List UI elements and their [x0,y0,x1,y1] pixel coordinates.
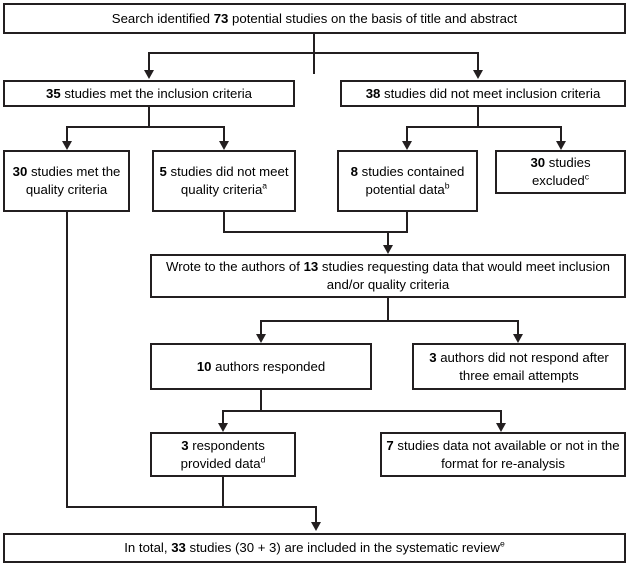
node-potential-data-label: 8 studies contained potential datab [350,164,465,197]
node-provided-data: 3 respondents provided datad [150,432,296,477]
node-search: Search identified 73 potential studies o… [3,3,626,34]
node-potential-data: 8 studies contained potential datab [337,150,478,212]
connector-not-included-split [406,126,562,128]
connector-to-responded [260,320,262,337]
connector-quality-not-met-down [223,212,225,233]
arrowhead-to-responded [256,334,266,343]
arrowhead-to-not-included [473,70,483,79]
arrowhead-to-excluded [556,141,566,150]
node-search-label: Search identified 73 potential studies o… [111,10,518,26]
connector-potential-data-down [406,212,408,233]
connector-total-stem [315,506,317,524]
node-no-response: 3 authors did not respond after three em… [412,343,626,390]
arrowhead-to-provided-data [218,423,228,432]
node-excluded-label: 30 studies excludedc [530,155,591,188]
connector-quality-met-bypass [66,212,68,508]
node-responded: 10 authors responded [150,343,372,390]
connector-final-merge [66,506,317,508]
node-responded-label: 10 authors responded [196,358,326,374]
connector-to-provided-data [222,410,224,426]
node-not-included: 38 studies did not meet inclusion criter… [340,80,626,107]
arrowhead-to-not-available [496,423,506,432]
connector-to-no-response [517,320,519,337]
connector-responded-down [260,390,262,412]
connector-to-quality-met [66,126,68,143]
node-included-label: 35 studies met the inclusion criteria [46,85,252,101]
connector-search-split [148,52,478,54]
connector-to-quality-not-met [223,126,225,143]
node-total: In total, 33 studies (30 + 3) are includ… [3,533,626,563]
node-total-label: In total, 33 studies (30 + 3) are includ… [124,538,505,555]
node-quality-met: 30 studies met the quality criteria [3,150,130,212]
arrowhead-to-potential-data [402,141,412,150]
connector-wrote-split [260,320,519,322]
node-wrote-authors-label: Wrote to the authors of 13 studies reque… [165,259,611,292]
node-not-included-label: 38 studies did not meet inclusion criter… [365,85,601,101]
connector-to-not-available [500,410,502,426]
connector-responded-split [222,410,502,412]
node-no-response-label: 3 authors did not respond after three em… [429,349,609,383]
node-not-available-label: 7 studies data not available or not in t… [386,437,620,471]
connector-to-included [148,52,150,72]
connector-provided-data-down [222,477,224,508]
connector-to-potential-data [406,126,408,143]
arrowhead-to-quality-not-met [219,141,229,150]
node-included: 35 studies met the inclusion criteria [3,80,295,107]
connector-to-not-included [477,52,479,72]
node-provided-data-label: 3 respondents provided datad [180,437,266,471]
node-not-available: 7 studies data not available or not in t… [380,432,626,477]
connector-merge-to-wrote [223,231,408,233]
arrowhead-to-total [311,522,321,531]
node-quality-met-label: 30 studies met the quality criteria [12,164,121,197]
connector-to-excluded [560,126,562,143]
connector-wrote-down [387,298,389,322]
arrowhead-to-quality-met [62,141,72,150]
connector-wrote-stem [387,231,389,247]
arrowhead-to-no-response [513,334,523,343]
arrowhead-to-wrote-authors [383,245,393,254]
connector-included-split [66,126,225,128]
connector-not-included-stem [477,107,479,128]
connector-included-stem [148,107,150,128]
node-excluded: 30 studies excludedc [495,150,626,194]
connector-search-stem [313,34,315,74]
node-wrote-authors: Wrote to the authors of 13 studies reque… [150,254,626,298]
arrowhead-to-included [144,70,154,79]
